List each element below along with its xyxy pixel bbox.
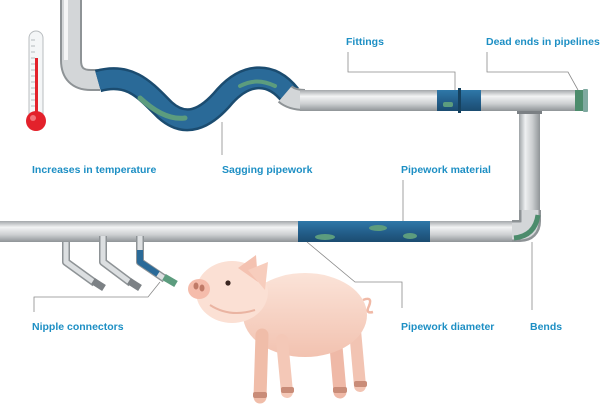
label-temperature: Increases in temperature: [32, 164, 157, 176]
leader-dead-ends: [486, 52, 579, 91]
leader-nipple: [33, 281, 161, 312]
label-pipework-diameter: Pipework diameter: [401, 321, 495, 333]
thermometer-icon: [26, 30, 46, 131]
leader-lines: [33, 52, 579, 312]
leader-diameter: [306, 241, 403, 308]
label-sagging-pipework: Sagging pipework: [222, 164, 313, 176]
label-fittings: Fittings: [346, 36, 384, 48]
label-bends: Bends: [530, 321, 563, 333]
label-dead-ends: Dead ends in pipelines: [486, 36, 600, 48]
lower-pipeline: [0, 210, 541, 242]
pig-illustration: [188, 255, 374, 404]
label-pipework-material: Pipework material: [401, 164, 491, 176]
nipple-drinkers: [62, 236, 178, 291]
upper-pipeline: [60, 0, 588, 211]
label-nipple-connectors: Nipple connectors: [32, 321, 124, 333]
leader-fittings: [347, 52, 456, 90]
